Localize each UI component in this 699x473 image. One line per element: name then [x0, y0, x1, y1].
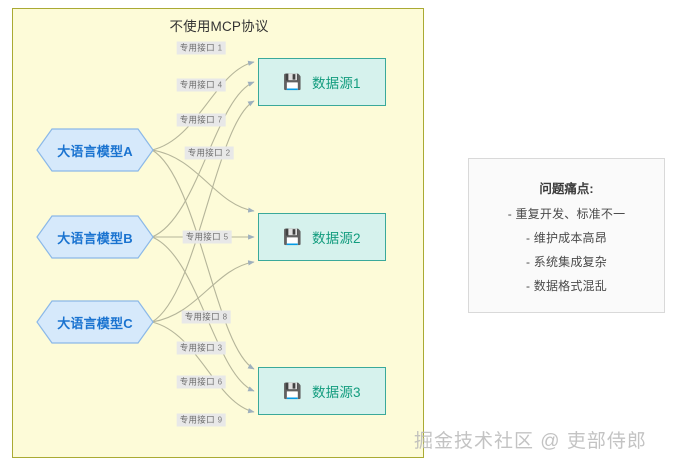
data-source-node-3[interactable]: 💾 数据源3 [258, 367, 386, 415]
pain-point-item: - 系统集成复杂 [526, 254, 607, 269]
pain-point-item: - 重复开发、标准不一 [507, 206, 626, 221]
edge-label-7: 专用接口 7 [176, 113, 226, 127]
edge-label-number: 9 [217, 415, 223, 425]
llm-node-label: 大语言模型C [57, 315, 133, 331]
edge-label-number: 5 [223, 232, 229, 242]
floppy-disk-icon: 💾 [283, 73, 302, 91]
edge-label-number: 2 [225, 148, 231, 158]
edge-label-text: 专用接口 [185, 231, 224, 242]
edge-label-4: 专用接口 4 [176, 78, 226, 92]
cluster-title: 不使用MCP协议 [169, 19, 269, 34]
pain-point-item: - 数据格式混乱 [526, 278, 607, 293]
data-source-node-1[interactable]: 💾 数据源1 [258, 58, 386, 106]
edge-label-3: 专用接口 3 [176, 341, 226, 355]
edge-label-text: 专用接口 [187, 147, 226, 158]
edge-label-text: 专用接口 [179, 79, 218, 90]
llm-node-b[interactable]: 大语言模型B [36, 215, 154, 259]
llm-node-label: 大语言模型A [57, 143, 133, 159]
edge-label-text: 专用接口 [179, 342, 218, 353]
edge-label-text: 专用接口 [179, 414, 218, 425]
edge-label-text: 专用接口 [179, 114, 218, 125]
hexagon-shape [36, 128, 154, 172]
floppy-disk-icon: 💾 [283, 228, 302, 246]
data-source-node-2[interactable]: 💾 数据源2 [258, 213, 386, 261]
pain-point-item: - 维护成本高昂 [526, 230, 607, 245]
pain-points-title: 问题痛点: [539, 181, 594, 196]
pain-points-panel: 问题痛点: - 重复开发、标准不一 - 维护成本高昂 - 系统集成复杂 - 数据… [468, 158, 665, 313]
edge-label-number: 8 [222, 312, 228, 322]
data-source-label: 数据源1 [311, 76, 361, 91]
edge-label-text: 专用接口 [179, 42, 218, 53]
edge-label-number: 3 [217, 343, 223, 353]
edge-label-9: 专用接口 9 [176, 413, 226, 427]
watermark: 掘金技术社区 @ 吏部侍郎 [414, 431, 647, 452]
llm-node-a[interactable]: 大语言模型A [36, 128, 154, 172]
edge-label-number: 4 [217, 80, 223, 90]
edge-label-5: 专用接口 5 [182, 230, 232, 244]
edge-label-1: 专用接口 1 [176, 41, 226, 55]
hexagon-shape [36, 300, 154, 344]
edge-label-6: 专用接口 6 [176, 375, 226, 389]
edge-label-8: 专用接口 8 [181, 310, 231, 324]
llm-node-label: 大语言模型B [57, 230, 133, 246]
floppy-disk-icon: 💾 [283, 382, 302, 400]
llm-node-c[interactable]: 大语言模型C [36, 300, 154, 344]
hexagon-shape [36, 215, 154, 259]
edge-label-text: 专用接口 [184, 311, 223, 322]
data-source-label: 数据源3 [311, 385, 361, 400]
edge-label-text: 专用接口 [179, 376, 218, 387]
edge-label-number: 1 [217, 43, 223, 53]
edge-label-number: 7 [217, 115, 223, 125]
edge-label-number: 6 [217, 377, 223, 387]
edge-label-2: 专用接口 2 [184, 146, 234, 160]
data-source-label: 数据源2 [311, 231, 361, 246]
